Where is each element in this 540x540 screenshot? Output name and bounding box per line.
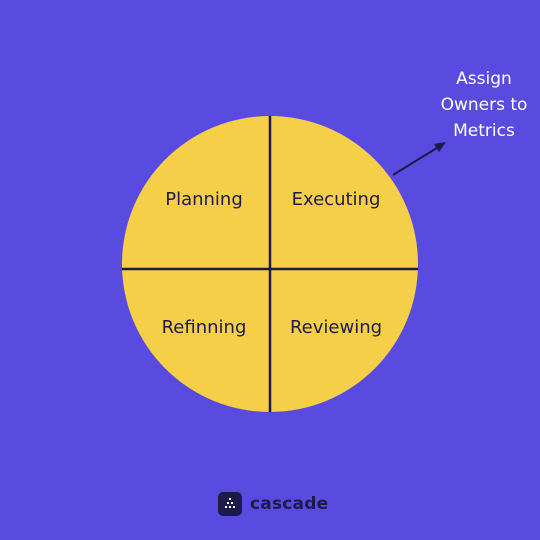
cascade-logo-icon: [218, 492, 242, 516]
quadrant-label-reviewing: Reviewing: [290, 317, 382, 338]
quadrant-label-refinning: Refinning: [162, 317, 247, 338]
brand-footer: cascade: [218, 491, 328, 517]
annotation-arrow-line: [392, 145, 441, 176]
quadrant-label-executing: Executing: [292, 189, 381, 210]
annotation-text: Assign Owners to Metrics: [432, 66, 536, 144]
annotation-line-1: Assign: [456, 69, 512, 89]
brand-name: cascade: [250, 494, 329, 514]
annotation-line-3: Metrics: [453, 121, 515, 141]
quadrant-label-planning: Planning: [165, 189, 243, 210]
cascade-logo-glyph: [225, 498, 235, 508]
annotation-arrow-head: [434, 142, 446, 152]
annotation-line-2: Owners to: [440, 95, 528, 115]
